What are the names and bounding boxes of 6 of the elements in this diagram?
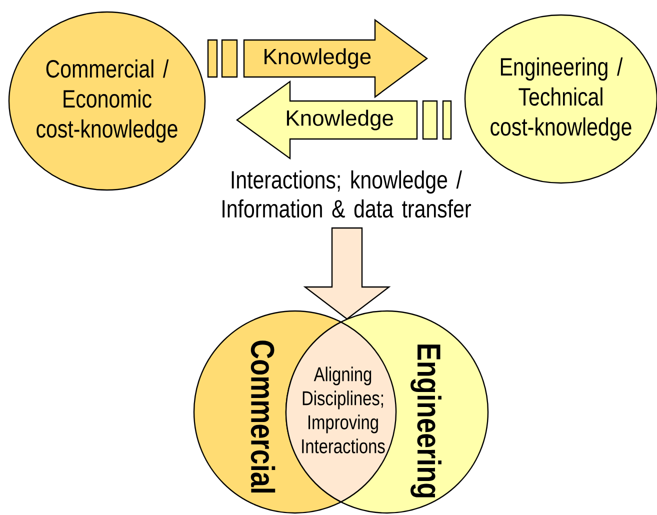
block-arrow <box>303 227 391 320</box>
edge-label: Knowledge <box>264 48 371 69</box>
overlap-lens: Aligning Disciplines; Improving Interactions <box>286 321 396 503</box>
ellipse-node: Engineering / Technical cost-knowledge <box>464 14 657 184</box>
edge-label: Knowledge <box>286 110 394 130</box>
ellipse-node: Commercial / Economic cost-knowledge <box>8 11 206 191</box>
